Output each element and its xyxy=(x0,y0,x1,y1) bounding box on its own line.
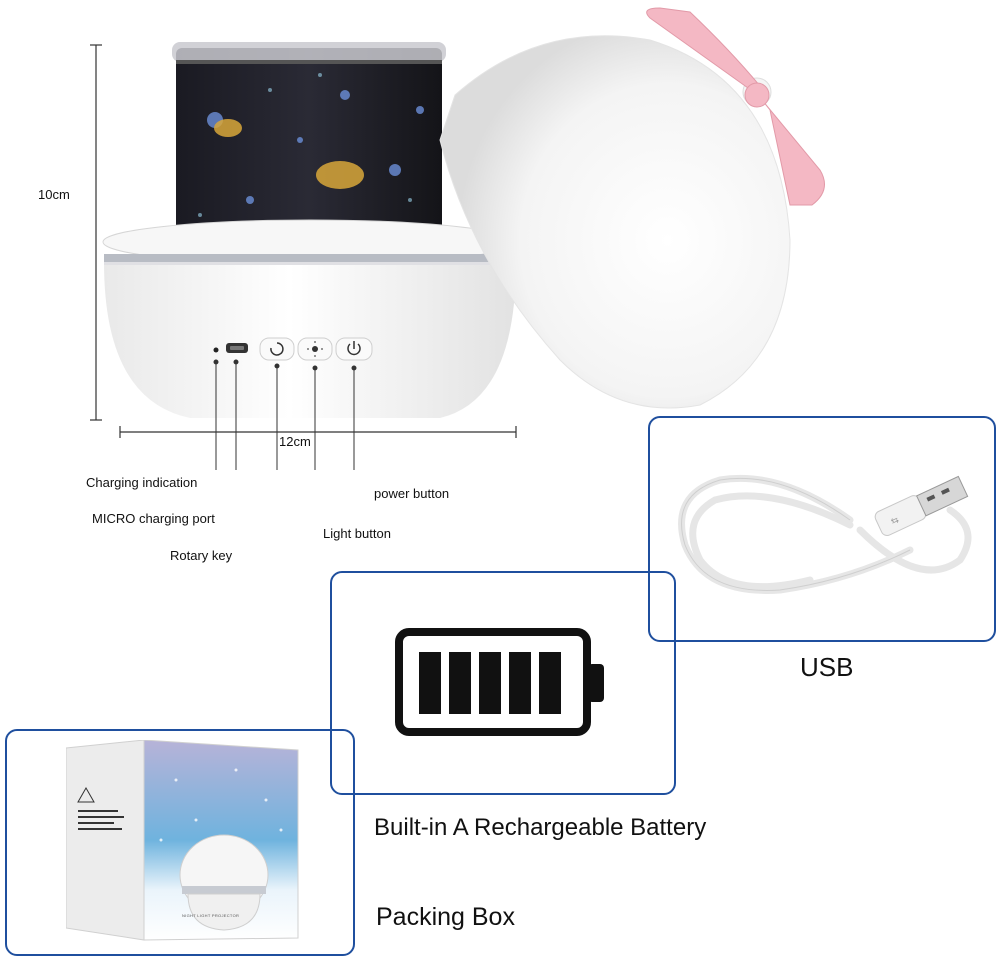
callout-lines xyxy=(213,359,357,470)
callout-micro-port: MICRO charging port xyxy=(92,511,215,526)
pink-bow xyxy=(646,7,825,206)
svg-text:⇆: ⇆ xyxy=(890,515,901,527)
callout-charging-indication: Charging indication xyxy=(86,475,198,490)
charging-led xyxy=(213,347,219,353)
packing-box-label: Packing Box xyxy=(376,903,515,931)
packing-box-image xyxy=(66,740,299,941)
projector-base xyxy=(102,219,518,418)
battery-frame xyxy=(330,571,676,795)
callout-light-button: Light button xyxy=(323,526,391,541)
usb-frame xyxy=(648,416,996,642)
battery-label: Built-in A Rechargeable Battery xyxy=(374,814,707,841)
box-product-name: NIGHT LIGHT PROJECTOR xyxy=(182,913,240,918)
usb-cable-icon: ⇆ xyxy=(678,474,972,594)
micro-usb-port-icon xyxy=(226,343,248,353)
projector-illustration xyxy=(90,7,825,470)
callout-rotary-key: Rotary key xyxy=(170,548,233,563)
battery-full-icon xyxy=(395,628,604,736)
width-label: 12cm xyxy=(279,434,311,449)
usb-label: USB xyxy=(800,652,854,682)
power-button[interactable] xyxy=(335,337,373,361)
width-dimension-line xyxy=(119,426,517,438)
packing-box-frame xyxy=(5,729,355,956)
rotary-key-button[interactable] xyxy=(259,337,295,361)
callout-power-button: power button xyxy=(374,486,450,501)
height-label: 10cm xyxy=(38,187,70,202)
pattern-cylinder xyxy=(172,42,446,246)
height-dimension-line xyxy=(90,44,102,421)
light-button[interactable] xyxy=(297,337,333,361)
